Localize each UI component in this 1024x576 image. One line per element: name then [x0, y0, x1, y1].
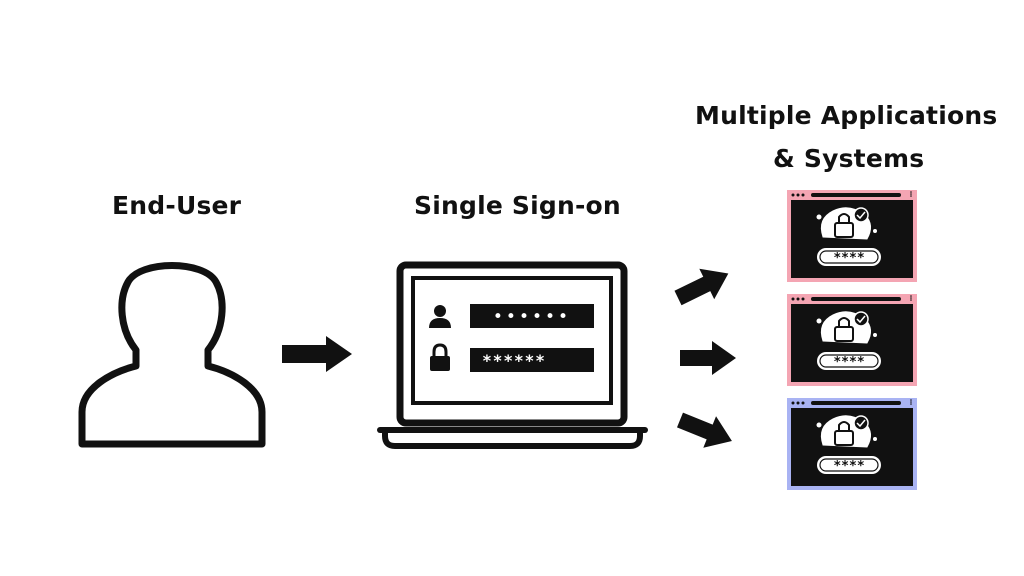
window-dot-icon: [801, 297, 805, 301]
menu-dot-icon: [910, 295, 912, 297]
arrow-user-to-sso: [282, 336, 352, 372]
lock-shield-icon: [816, 311, 877, 344]
arrow-to-app-2: [680, 341, 736, 375]
window-dot-icon: [801, 401, 805, 405]
app-password-mask: ****: [833, 355, 864, 370]
apps-label-line2: & Systems: [773, 144, 925, 173]
menu-dot-icon: [910, 399, 912, 401]
person-icon: [434, 305, 446, 317]
window-dot-icon: [791, 401, 795, 405]
end-user-label: End-User: [112, 191, 242, 220]
window-dot-icon: [796, 401, 800, 405]
app-password-mask: ****: [833, 251, 864, 266]
app-password-mask: ****: [833, 459, 864, 474]
lock-icon: [432, 343, 448, 357]
window-dot-icon: [796, 297, 800, 301]
window-dot-icon: [801, 193, 805, 197]
menu-dot-icon: [910, 191, 912, 193]
password-pill: [817, 456, 881, 474]
menu-dot-icon: [910, 297, 912, 299]
password-mask: ******: [482, 351, 546, 370]
window-dot-icon: [796, 193, 800, 197]
laptop-icon: [377, 261, 648, 449]
password-pill: [817, 248, 881, 266]
password-field[interactable]: [470, 348, 594, 372]
username-mask: ••••••: [493, 307, 571, 327]
person-body-icon: [429, 318, 451, 328]
password-pill: [817, 352, 881, 370]
app-window-2: ****: [787, 294, 917, 386]
address-bar: [811, 297, 901, 301]
menu-dot-icon: [910, 299, 912, 301]
user-icon: [78, 262, 266, 448]
password-row: ******: [430, 343, 594, 372]
username-row: ••••••: [429, 304, 594, 328]
app-window-3: ****: [787, 398, 917, 490]
address-bar: [811, 401, 901, 405]
window-dot-icon: [791, 193, 795, 197]
menu-dot-icon: [910, 195, 912, 197]
menu-dot-icon: [910, 193, 912, 195]
lock-shield-icon: [816, 415, 877, 448]
arrow-to-app-3: [677, 412, 732, 448]
apps-label-line1: Multiple Applications: [695, 101, 998, 130]
address-bar: [811, 193, 901, 197]
menu-dot-icon: [910, 401, 912, 403]
lock-body-icon: [430, 356, 450, 371]
window-dot-icon: [791, 297, 795, 301]
lock-shield-icon: [816, 207, 877, 240]
app-window-1: ****: [787, 190, 917, 282]
username-field[interactable]: [470, 304, 594, 328]
arrow-to-app-1: [674, 268, 729, 306]
menu-dot-icon: [910, 403, 912, 405]
sso-label: Single Sign-on: [414, 191, 621, 220]
